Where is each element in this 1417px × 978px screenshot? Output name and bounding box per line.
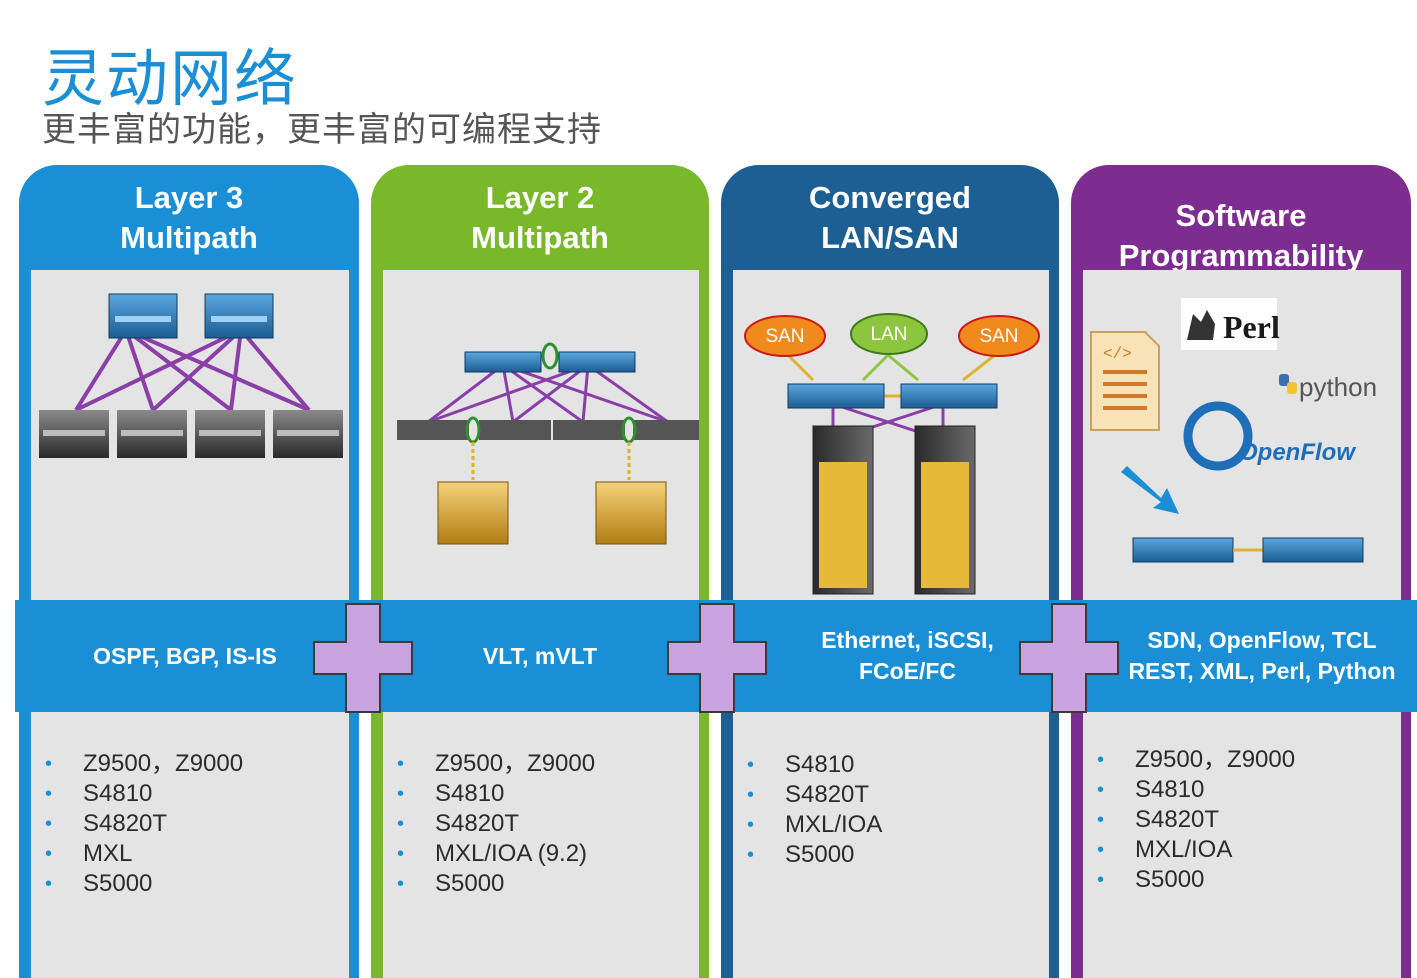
protocol-text-converged: Ethernet, iSCSI, FCoE/FC [760, 600, 1055, 712]
openflow-label: OpenFlow [1239, 439, 1356, 466]
plus-icon [313, 603, 413, 713]
list-item: •S5000 [1097, 866, 1205, 893]
heading-line-2: LAN/SAN [821, 219, 959, 255]
list-item: •S4820T [397, 810, 520, 837]
lan-cloud-icon: LAN [850, 313, 928, 355]
lan-label: LAN [871, 324, 908, 345]
san-label: SAN [765, 326, 804, 347]
list-item: •S5000 [45, 870, 153, 897]
protocol-line: REST, XML, Perl, Python [1128, 658, 1396, 684]
list-item: •S4810 [397, 780, 505, 807]
list-item: •S4820T [1097, 806, 1220, 833]
list-item: •Z9500，Z9000 [45, 750, 244, 777]
protocol-line: VLT, mVLT [482, 642, 598, 669]
list-item: •S4820T [45, 810, 168, 837]
plus-icon [667, 603, 767, 713]
multipath-links [74, 328, 311, 412]
list-item: •S4820T [747, 781, 870, 808]
code-document-icon: </> [1090, 331, 1160, 431]
access-switch-icon [397, 416, 699, 480]
blade-server-icon [437, 481, 667, 545]
python-label: python [1299, 372, 1377, 402]
product-list: •Z9500，Z9000 •S4810 •S4820T •MXL/IOA (9.… [397, 749, 595, 899]
list-item: •S5000 [747, 841, 855, 868]
converged-topology-diagram: SAN LAN SAN [744, 313, 1040, 595]
column-heading: Layer 2 Multipath [371, 165, 709, 270]
leaf-switch-icon [39, 410, 343, 458]
programmability-diagram: </> Perl python OpenFlow [1090, 298, 1377, 563]
managed-switch-icon [1132, 537, 1364, 563]
san-label: SAN [979, 326, 1018, 347]
column-converged-lan-san: Converged LAN/SAN [721, 165, 1059, 978]
list-item: •S5000 [397, 870, 505, 897]
perl-label: Perl [1223, 309, 1280, 345]
heading-line-2: Programmability [1118, 237, 1364, 273]
python-logo-icon: python [1279, 372, 1377, 402]
heading-line-1: Layer 3 [134, 179, 244, 215]
product-list: •S4810 •S4820T •MXL/IOA •S5000 [747, 750, 882, 870]
protocol-line: Ethernet, iSCSI, [821, 627, 994, 653]
list-item: •S4810 [1097, 776, 1205, 803]
list-item: •Z9500，Z9000 [397, 750, 596, 777]
list-item: •MXL/IOA [1097, 836, 1233, 863]
column-heading: Layer 3 Multipath [19, 165, 359, 270]
multipath-links [427, 363, 669, 424]
heading-line-2: Multipath [471, 219, 609, 255]
san-cloud-icon: SAN [744, 315, 826, 357]
column-layer3-multipath: Layer 3 Multipath [19, 165, 359, 978]
product-list: •Z9500，Z9000 •S4810 •S4820T •MXL/IOA •S5… [1097, 745, 1295, 895]
converged-switch-icon [787, 383, 998, 409]
protocol-line: OSPF, BGP, IS-IS [93, 642, 277, 669]
column-heading: Converged LAN/SAN [721, 165, 1059, 270]
list-item: •MXL/IOA (9.2) [397, 840, 588, 867]
san-cloud-icon: SAN [958, 315, 1040, 357]
server-rack-icon [812, 425, 976, 595]
page-subtitle: 更丰富的功能，更丰富的可编程支持 [42, 110, 602, 150]
list-item: •S4810 [747, 751, 855, 778]
layer2-topology-diagram [397, 342, 699, 545]
arrow-down-right-icon [1121, 466, 1179, 514]
openflow-logo-icon: OpenFlow [1183, 401, 1356, 471]
column-software-programmability: Software Programmability </> Perl [1071, 165, 1411, 978]
page-title: 灵动网络 [42, 42, 299, 115]
perl-logo-icon: Perl [1181, 298, 1280, 350]
heading-line-1: Layer 2 [485, 179, 595, 215]
list-item: •Z9500，Z9000 [1097, 746, 1296, 773]
protocol-text-layer3: OSPF, BGP, IS-IS [20, 600, 350, 712]
protocol-line: SDN, OpenFlow, TCL [1147, 627, 1377, 653]
column-layer2-multipath: Layer 2 Multipath [371, 165, 709, 978]
protocol-line: FCoE/FC [858, 658, 957, 684]
layer3-topology-diagram [39, 293, 343, 458]
plus-icon [1019, 603, 1119, 713]
list-item: •MXL [45, 840, 133, 867]
protocol-text-software: SDN, OpenFlow, TCL REST, XML, Perl, Pyth… [1112, 600, 1412, 712]
list-item: •S4810 [45, 780, 153, 807]
heading-line-2: Multipath [120, 219, 258, 255]
list-item: •MXL/IOA [747, 811, 883, 838]
svg-text:</>: </> [1103, 345, 1132, 363]
column-heading: Software Programmability [1071, 183, 1411, 288]
protocol-text-layer2: VLT, mVLT [380, 600, 700, 712]
core-switch-icon [464, 342, 636, 373]
spine-switch-icon [108, 293, 274, 339]
heading-line-1: Converged [809, 179, 971, 215]
product-list: •Z9500，Z9000 •S4810 •S4820T •MXL •S5000 [45, 749, 243, 899]
heading-line-1: Software [1175, 197, 1307, 233]
